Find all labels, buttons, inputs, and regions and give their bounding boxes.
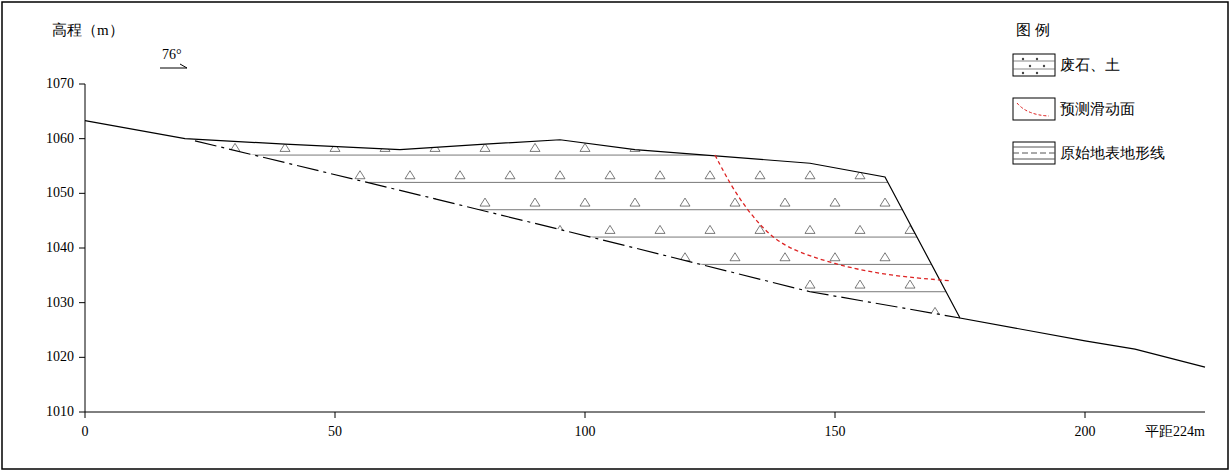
tick-label: 1010 [46, 404, 74, 419]
tick-label: 50 [328, 424, 342, 439]
tick-label: 1030 [46, 295, 74, 310]
slip-surface [715, 155, 950, 281]
tick-label: 200 [1075, 424, 1096, 439]
legend-samples [1013, 54, 1055, 164]
ground-surface [85, 121, 1205, 368]
tick-label: 1060 [46, 131, 74, 146]
legend-title: 图 例 [1016, 22, 1050, 39]
legend-text: 废石、土 [1060, 57, 1120, 74]
tick-label: 0 [82, 424, 89, 439]
tick-label: 150 [825, 424, 846, 439]
legend-text: 预测滑动面 [1060, 101, 1135, 118]
waste-fill [85, 143, 1205, 315]
direction-angle: 76° [162, 47, 182, 62]
axes [79, 84, 1205, 418]
tick-label: 1020 [46, 349, 74, 364]
legend-text: 原始地表地形线 [1060, 145, 1165, 162]
axis-title: 高程（m） [52, 22, 124, 39]
tick-label: 1040 [46, 240, 74, 255]
axis-note: 平距224m [1145, 424, 1205, 439]
original-ground-line [195, 141, 960, 318]
tick-label: 1050 [46, 185, 74, 200]
tick-label: 1070 [46, 76, 74, 91]
direction-arrow [160, 68, 187, 69]
tick-label: 100 [575, 424, 596, 439]
